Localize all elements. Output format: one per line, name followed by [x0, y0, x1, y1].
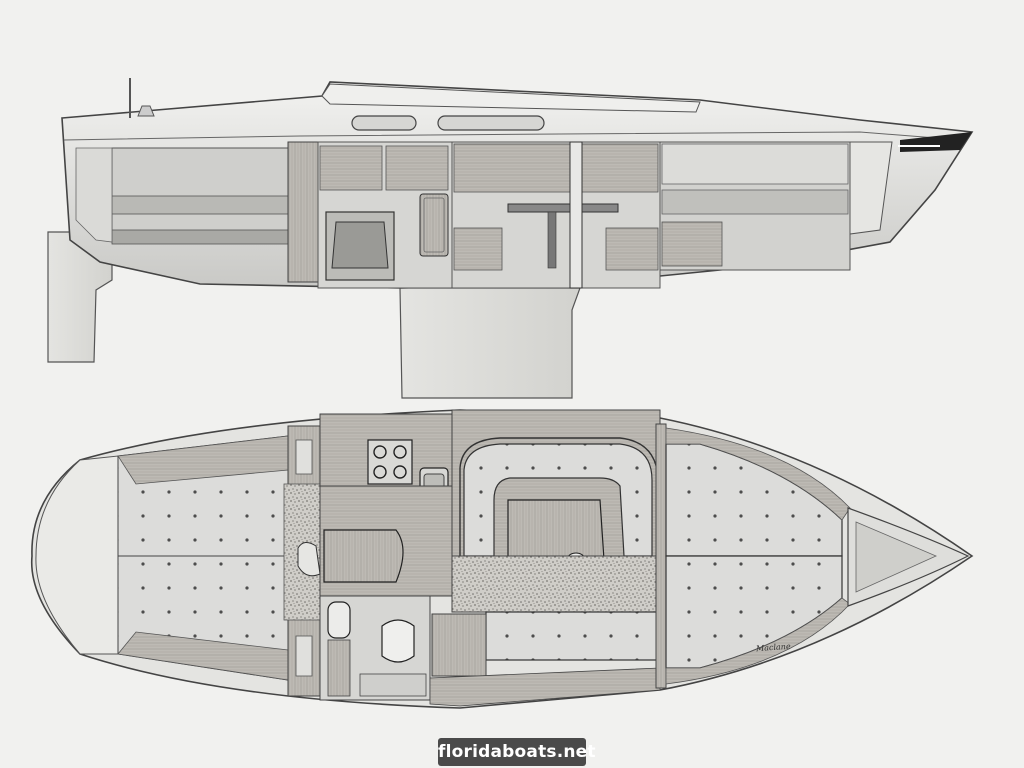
forward-bulkhead: [655, 423, 667, 689]
nav-table: [323, 529, 404, 583]
saloon-table-profile: [507, 203, 619, 213]
quarter-berth: [111, 147, 289, 243]
nav-seat: [297, 542, 321, 577]
stove: [367, 439, 413, 485]
side-profile-view: [47, 78, 974, 399]
locker-door: [419, 193, 449, 257]
aft-bulkhead: [287, 141, 319, 283]
plan-view: [30, 409, 974, 709]
winch: [137, 105, 155, 117]
anchor-locker: [849, 141, 893, 235]
head-sink: [327, 601, 351, 639]
saloon-dinette: [451, 409, 661, 564]
watermark-label: floridaboats.net: [438, 738, 596, 766]
dinette-table: [507, 499, 605, 561]
starboard-settee: [485, 611, 661, 661]
keel: [399, 287, 581, 399]
portlight-forward: [437, 115, 545, 131]
cabin-top: [321, 83, 701, 113]
profile-interior: [75, 141, 893, 289]
toilet: [381, 619, 415, 663]
portlight-aft: [351, 115, 417, 131]
transom: [35, 455, 119, 655]
mast-step: [569, 141, 583, 289]
deck-line: [63, 131, 963, 141]
